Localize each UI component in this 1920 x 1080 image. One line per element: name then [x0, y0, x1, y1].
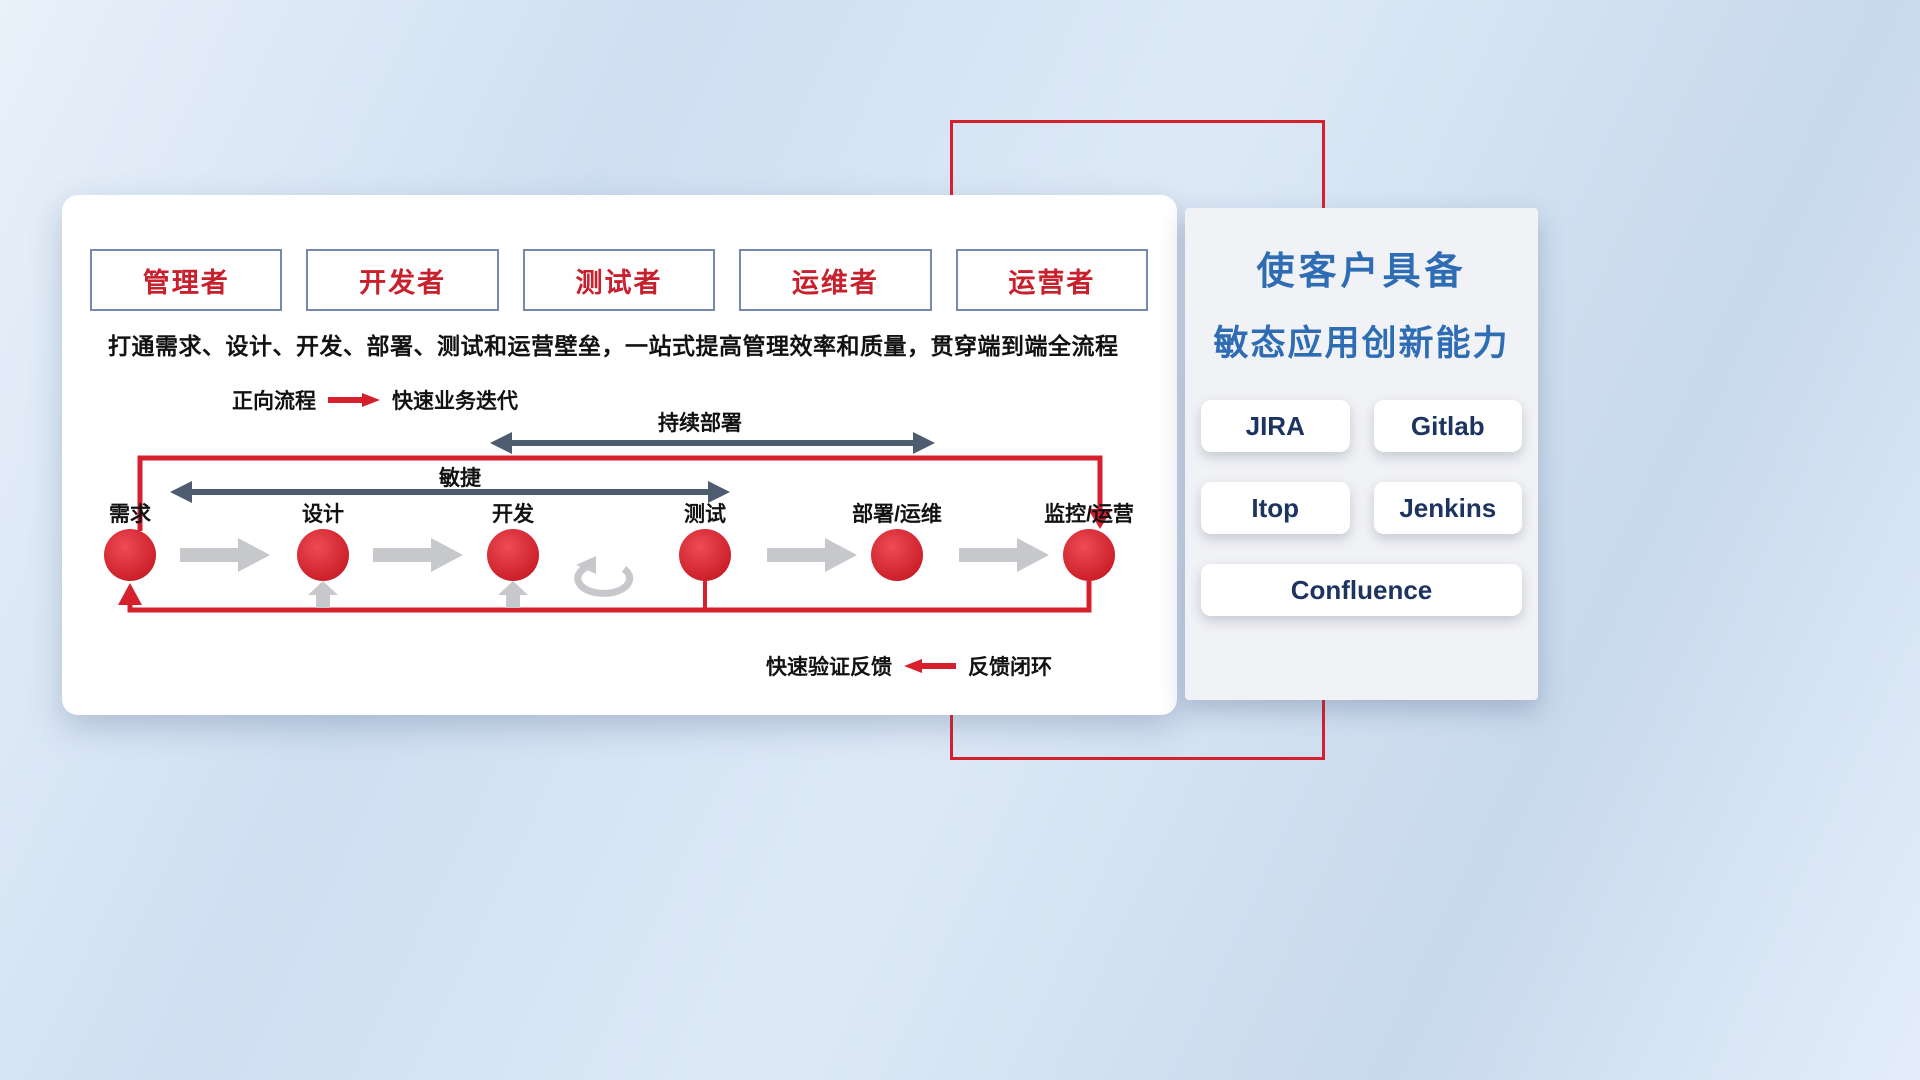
node-circle-develop [487, 529, 539, 581]
legend-forward-value: 快速业务迭代 [392, 390, 518, 413]
node-label-develop: 开发 [492, 503, 534, 526]
legend-forward: 正向流程 快速业务迭代 [232, 385, 518, 415]
tool-badge-jenkins: Jenkins [1373, 482, 1522, 534]
agile-label: 敏捷 [439, 467, 481, 490]
tool-badge-confluence: Confluence [1201, 564, 1522, 616]
role-box-developer: 开发者 [306, 249, 499, 311]
node-label-design: 设计 [302, 503, 344, 526]
capability-panel: 使客户具备 敏态应用创新能力 JIRA Gitlab Itop Jenkins … [1185, 208, 1538, 700]
node-label-monitor-operate: 监控/运营 [1044, 503, 1134, 526]
tool-badge-jira: JIRA [1201, 400, 1350, 452]
role-row: 管理者 开发者 测试者 运维者 运营者 [90, 249, 1149, 311]
devops-flow-card: 管理者 开发者 测试者 运维者 运营者 打通需求、设计、开发、部署、测试和运营壁… [62, 195, 1177, 715]
step-arrow-icon [959, 538, 1049, 572]
role-box-ops: 运维者 [739, 249, 932, 311]
node-circle-test [679, 529, 731, 581]
node-circle-deploy-ops [871, 529, 923, 581]
iteration-loop-icon [574, 556, 634, 597]
feedback-arrow-icon [904, 659, 956, 673]
step-arrow-icon [373, 538, 463, 572]
forward-arrow-icon [328, 393, 380, 407]
feedback-up-arrow-icon [498, 581, 528, 608]
flow-description: 打通需求、设计、开发、部署、测试和运营壁垒，一站式提高管理效率和质量，贯穿端到端… [108, 333, 1119, 359]
legend-feedback-value: 反馈闭环 [968, 656, 1052, 679]
legend-feedback-label: 快速验证反馈 [766, 656, 892, 679]
step-arrow-icon [767, 538, 857, 572]
tool-badge-itop: Itop [1201, 482, 1350, 534]
node-label-deploy-ops: 部署/运维 [852, 503, 942, 526]
legend-feedback: 快速验证反馈 反馈闭环 [766, 651, 1052, 681]
panel-title-line1: 使客户具备 [1256, 251, 1467, 293]
continuous-deploy-label: 持续部署 [658, 412, 742, 435]
node-circle-design [297, 529, 349, 581]
forward-loop-line [137, 455, 1112, 531]
step-arrow-icon [180, 538, 270, 572]
feedback-loop-line [118, 581, 1092, 613]
role-box-operator: 运营者 [955, 249, 1149, 311]
tools-grid: JIRA Gitlab Itop Jenkins Confluence [1201, 400, 1522, 616]
tool-badge-gitlab: Gitlab [1373, 400, 1522, 452]
panel-title-line2: 敏态应用创新能力 [1213, 324, 1510, 363]
legend-forward-label: 正向流程 [232, 390, 316, 413]
role-box-tester: 测试者 [522, 249, 716, 311]
node-label-requirement: 需求 [109, 503, 151, 526]
node-circle-requirement [104, 529, 156, 581]
node-circle-monitor-operate [1063, 529, 1115, 581]
feedback-up-arrow-icon [308, 581, 338, 608]
node-label-test: 测试 [684, 503, 726, 526]
role-box-manager: 管理者 [90, 249, 283, 311]
